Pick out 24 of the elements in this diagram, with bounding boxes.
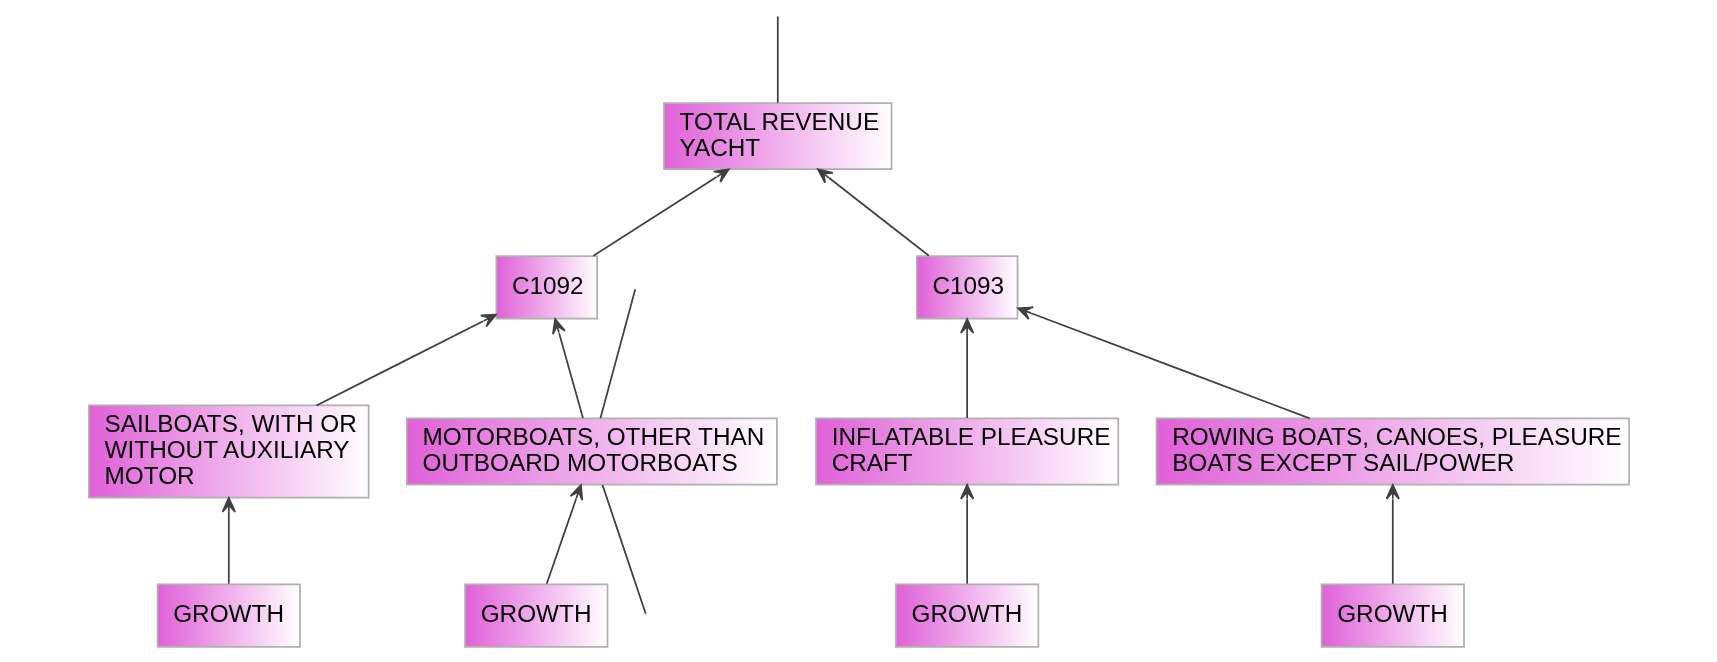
arrow — [545, 484, 583, 585]
node-box: GROWTH — [463, 583, 608, 648]
node-box: TOTAL REVENUE YACHT — [662, 102, 892, 171]
node-box: SAILBOATS, WITH OR WITHOUT AUXILIARY MOTOR — [87, 404, 369, 499]
arrow — [1385, 484, 1400, 585]
node-box: GROWTH — [1320, 583, 1465, 648]
arrow — [959, 318, 974, 419]
arrow — [315, 313, 497, 407]
connector — [599, 288, 636, 419]
node-box: INFLATABLE PLEASURE CRAFT — [814, 417, 1119, 486]
connector — [601, 484, 647, 615]
node-box: GROWTH — [894, 583, 1039, 648]
arrow — [816, 168, 930, 257]
node-box: C1093 — [915, 255, 1018, 320]
node-box: C1092 — [494, 255, 598, 320]
node-box: ROWING BOATS, CANOES, PLEASURE BOATS EXCEPT SAIL/POWER — [1155, 417, 1630, 486]
connector — [776, 15, 779, 104]
arrow — [592, 168, 730, 257]
node-box: GROWTH — [156, 583, 301, 648]
arrow — [551, 318, 584, 419]
node-box: MOTORBOATS, OTHER THAN OUTBOARD MOTORBOATS — [405, 417, 778, 486]
arrow — [221, 497, 236, 585]
arrow — [959, 484, 974, 585]
arrow — [1016, 306, 1311, 420]
